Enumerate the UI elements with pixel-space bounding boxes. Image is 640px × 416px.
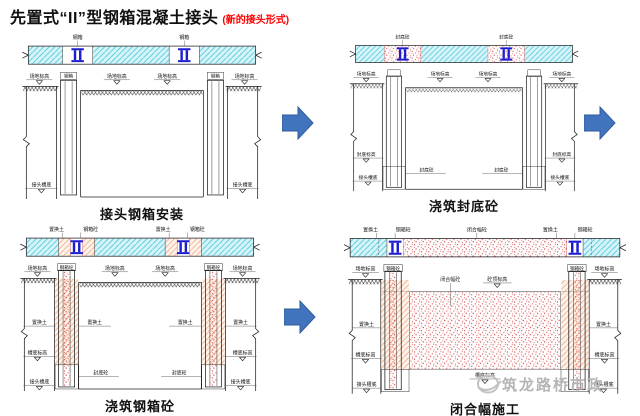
title-text: 先置式“II”型钢箱混凝土接头	[10, 10, 219, 27]
panel-1-caption: 接头钢箱安装	[99, 207, 184, 222]
panel-4-elevation: 钢箱砼 钢箱砼 场地标高 场地标高 闭合幅砼 砼顶标高 置换土 置换土	[348, 264, 622, 394]
label-joint-trench-bottom: 接头槽底	[32, 181, 52, 188]
steel-box-symbol	[70, 48, 85, 63]
panel-2-elevation: 场地标高 场地标高 场地标高 场地标高 封底标高 封底标高 封底砼 封底砼 接头…	[349, 69, 579, 192]
label-replaced-soil: 置换土	[596, 321, 611, 328]
plan-label-seal-concrete: 封底砼	[499, 34, 513, 41]
label-trench-bottom-elevation: 槽底标高	[233, 349, 253, 356]
steel-box-symbol	[387, 240, 403, 255]
label-joint-trench-bottom: 接头槽底	[231, 378, 251, 385]
label-replaced-soil: 置换土	[359, 321, 374, 328]
watermark-logo-icon	[477, 374, 502, 394]
label-site-elevation: 场地标高	[552, 71, 571, 78]
label-trench-bottom-elevation: 槽底标高	[28, 349, 48, 356]
label-site-elevation: 场地标高	[355, 266, 375, 273]
watermark: 筑龙路桥市政	[476, 372, 604, 396]
steel-box-symbol	[567, 240, 583, 255]
panel-3-plan: 置换土 钢箱砼 置换土 钢箱砼	[20, 226, 260, 257]
panel-4: 置换土 钢箱砼 闭合幅砼 置换土 钢箱砼	[342, 222, 628, 416]
elev-label-box-concrete: 钢箱砼	[386, 265, 400, 272]
label-site-elevation: 场地标高	[30, 73, 50, 80]
elev-label-box-concrete: 钢箱砼	[207, 264, 221, 271]
elev-label-steel-box: 钢箱	[64, 73, 74, 80]
label-replaced-soil: 置换土	[233, 319, 248, 326]
label-closure-concrete: 闭合幅砼	[440, 276, 460, 283]
label-seal-elevation: 封底标高	[357, 151, 376, 158]
label-site-elevation: 场地标高	[235, 73, 255, 80]
steel-box-symbol	[177, 48, 192, 63]
label-seal-concrete: 封底砼	[420, 166, 434, 173]
title-note: (新的接头形式)	[222, 15, 290, 26]
elev-label-box-concrete: 钢箱砼	[60, 264, 74, 271]
flow-arrow-3-icon	[283, 298, 316, 341]
label-site-elevation: 场地标高	[479, 71, 498, 78]
panel-1-drawing: 钢箱 钢箱 钢箱 钢箱	[22, 34, 262, 199]
page-title: 先置式“II”型钢箱混凝土接头(新的接头形式)	[10, 4, 289, 28]
label-trench-bottom-elevation: 槽底标高	[355, 351, 375, 358]
label-site-elevation: 场地标高	[105, 265, 125, 272]
panel-4-drawing: 置换土 钢箱砼 闭合幅砼 置换土 钢箱砼	[343, 226, 627, 394]
label-seal-concrete: 封底砼	[494, 166, 508, 173]
plan-label-replaced-soil: 置换土	[49, 226, 64, 233]
panel-2-drawing: 封底砼 封底砼	[349, 34, 579, 192]
label-joint-trench-bottom: 接头槽底	[233, 181, 253, 188]
label-site-elevation: 场地标高	[157, 73, 177, 80]
elev-label-box-concrete: 钢箱砼	[570, 265, 584, 272]
panel-2-caption: 浇筑封底砼	[428, 199, 499, 214]
panel-3-elevation: 钢箱砼 钢箱砼 场地标高 场地标高 场地标高 场地标高 置换土 置换土 置换土 …	[20, 263, 260, 391]
plan-label-replaced-soil: 置换土	[156, 226, 171, 233]
panel-3-drawing: 置换土 钢箱砼 置换土 钢箱砼	[20, 226, 260, 391]
label-joint-trench-bottom: 接头槽底	[551, 174, 570, 181]
label-seal-elevation: 封底标高	[552, 151, 571, 158]
elev-label-steel-box: 钢箱	[211, 73, 221, 80]
panel-1-plan: 钢箱 钢箱	[22, 34, 262, 65]
plan-label-box-concrete: 钢箱砼	[83, 226, 98, 233]
label-site-elevation: 场地标高	[431, 71, 450, 78]
plan-label-steel-box: 钢箱	[73, 34, 83, 41]
plan-label-replaced-soil: 置换土	[543, 226, 558, 233]
label-site-elevation: 场地标高	[233, 265, 253, 272]
panel-3-caption: 浇筑钢箱砼	[104, 399, 175, 414]
plan-label-steel-box: 钢箱	[179, 34, 189, 41]
panel-1-elevation: 钢箱 钢箱 场地标高 场地标高 场地标高 场地标高	[22, 72, 262, 199]
panel-1: 钢箱 钢箱 钢箱 钢箱	[16, 30, 268, 223]
plan-label-box-concrete: 钢箱砼	[578, 226, 593, 233]
steel-box-symbol	[69, 240, 84, 255]
label-concrete-top-elevation: 砼顶标高	[487, 276, 507, 283]
steel-box-symbol	[176, 240, 191, 255]
label-site-elevation: 场地标高	[357, 71, 376, 78]
plan-label-replaced-soil: 置换土	[363, 226, 378, 233]
panel-4-caption: 闭合幅施工	[449, 402, 520, 416]
plan-label-box-concrete: 钢箱砼	[396, 226, 411, 233]
panel-4-plan: 置换土 钢箱砼 闭合幅砼 置换土 钢箱砼	[343, 226, 627, 258]
label-joint-trench-bottom: 接头槽底	[359, 174, 378, 181]
label-joint-trench-bottom: 接头槽底	[593, 381, 613, 388]
panel-2-plan: 封底砼 封底砼	[349, 34, 579, 63]
watermark-text: 筑龙路桥市政	[502, 376, 605, 394]
label-site-elevation: 场地标高	[28, 265, 48, 272]
label-joint-trench-bottom: 接头槽底	[357, 381, 377, 388]
flow-arrow-1-icon	[281, 104, 314, 147]
label-site-elevation: 场地标高	[594, 266, 614, 273]
label-replaced-soil: 置换土	[178, 319, 193, 326]
label-trench-bottom-elevation: 槽底标高	[594, 351, 614, 358]
label-seal-concrete: 封底砼	[172, 369, 187, 376]
label-replaced-soil: 置换土	[87, 319, 102, 326]
panel-3: 置换土 钢箱砼 置换土 钢箱砼	[14, 222, 266, 415]
plan-label-seal-concrete: 封底砼	[396, 34, 410, 41]
flow-arrow-2-icon	[583, 104, 616, 147]
label-site-elevation: 场地标高	[155, 265, 175, 272]
plan-label-box-concrete: 钢箱砼	[190, 226, 205, 233]
label-replaced-soil: 置换土	[32, 319, 47, 326]
plan-label-closure-concrete: 闭合幅砼	[467, 226, 487, 233]
panel-2: 封底砼 封底砼	[344, 30, 584, 215]
label-site-elevation: 场地标高	[107, 73, 127, 80]
label-joint-trench-bottom: 接头槽底	[30, 378, 50, 385]
label-seal-concrete: 封底砼	[93, 369, 108, 376]
